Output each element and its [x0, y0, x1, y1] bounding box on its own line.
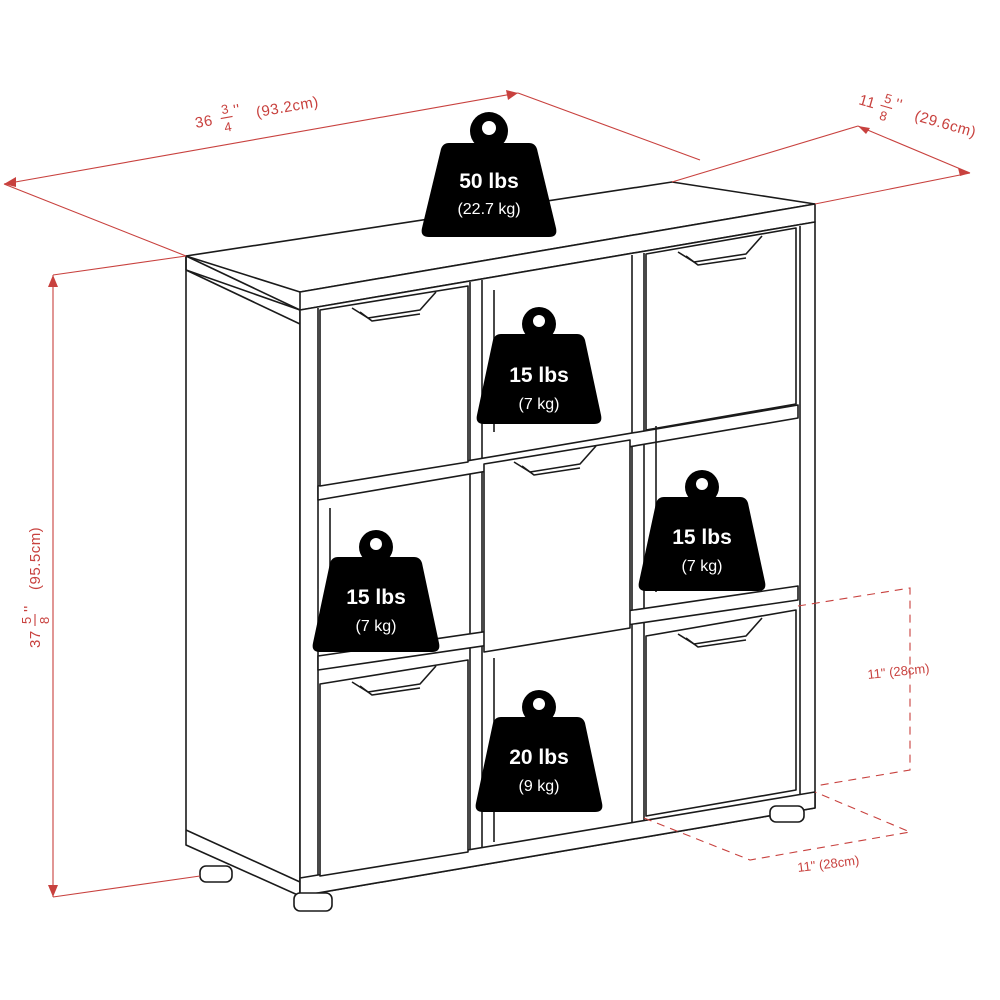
width-unit: '': [232, 101, 242, 119]
bin-middle-center: [483, 439, 631, 653]
weight-top-kg: (22.7 kg): [457, 201, 520, 218]
cube-organizer-drawing: [185, 181, 816, 912]
width-metric: (93.2cm): [255, 93, 320, 121]
weight-icon-bottom-center: 20 lbs (9 kg): [475, 690, 603, 812]
cube-depth-label: 11" (28cm): [797, 853, 861, 875]
weight-icon-middle-left: 15 lbs (7 kg): [312, 530, 440, 652]
weight-top-lbs: 50 lbs: [459, 170, 519, 193]
width-den: 4: [223, 119, 233, 135]
dimension-lines: [3, 90, 971, 898]
depth-num: 5: [883, 90, 894, 106]
bin-top-right: [645, 227, 797, 431]
leg-front-left: [293, 892, 333, 912]
weight-bottom-center-lbs: 20 lbs: [509, 746, 569, 769]
depth-den: 8: [878, 108, 889, 124]
weight-icon-top: 50 lbs (22.7 kg): [421, 112, 557, 237]
bin-top-left: [319, 285, 469, 487]
height-label: 37 5 8 '' (95.5cm): [19, 527, 52, 648]
depth-unit: '': [893, 96, 904, 114]
leg-back-left: [199, 865, 233, 883]
weight-middle-right-lbs: 15 lbs: [672, 526, 732, 549]
depth-label: 11 5 8 '' (29.6cm): [857, 90, 978, 141]
left-side-panel: [185, 255, 301, 897]
weight-upper-center-kg: (7 kg): [519, 396, 560, 413]
height-whole: 37: [27, 630, 44, 648]
weight-icon-middle-right: 15 lbs (7 kg): [638, 470, 766, 591]
width-whole: 36: [194, 112, 214, 132]
cube-height-label: 11" (28cm): [867, 661, 930, 682]
depth-whole: 11: [857, 92, 878, 113]
height-metric: (95.5cm): [27, 527, 44, 590]
height-unit: '': [21, 605, 38, 612]
bin-bottom-left: [319, 659, 469, 877]
weight-bottom-center-kg: (9 kg): [519, 778, 560, 795]
weight-middle-left-kg: (7 kg): [356, 618, 397, 635]
height-den: 8: [37, 617, 52, 624]
width-num: 3: [220, 101, 230, 117]
leg-front-right: [769, 805, 805, 823]
weight-middle-left-lbs: 15 lbs: [346, 586, 406, 609]
weight-middle-right-kg: (7 kg): [682, 558, 723, 575]
depth-metric: (29.6cm): [913, 107, 978, 141]
bin-bottom-right: [645, 609, 797, 817]
height-num: 5: [19, 617, 34, 624]
weight-icon-upper-center: 15 lbs (7 kg): [476, 307, 602, 424]
weight-upper-center-lbs: 15 lbs: [509, 364, 569, 387]
